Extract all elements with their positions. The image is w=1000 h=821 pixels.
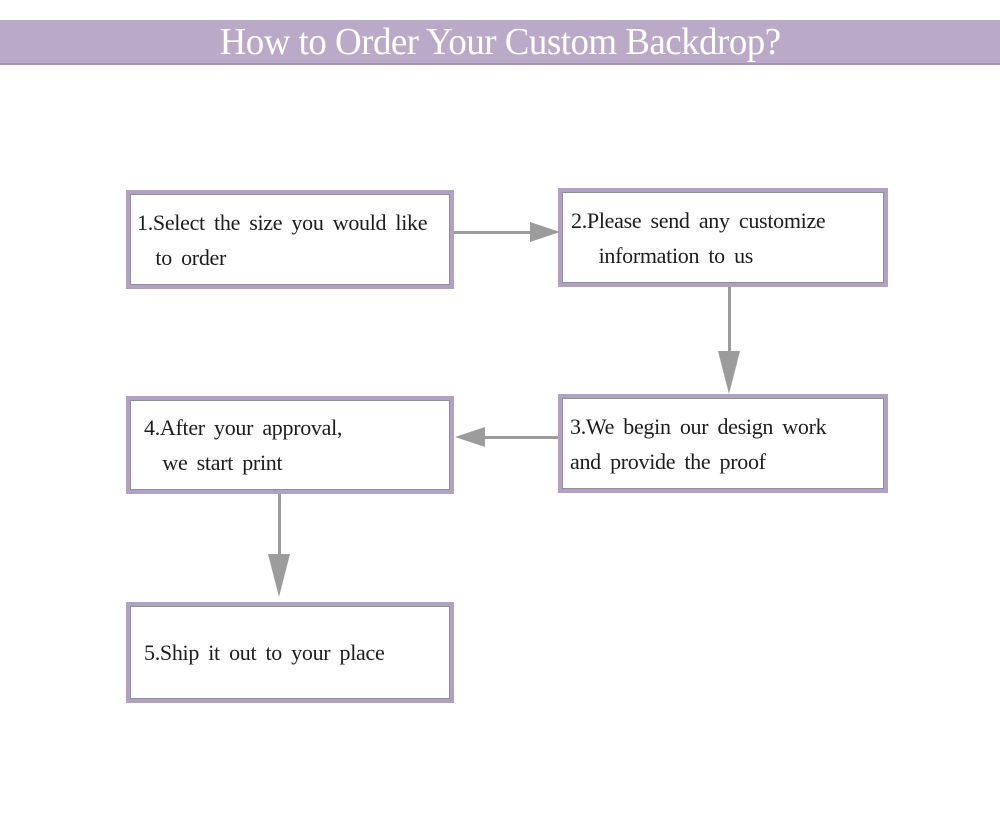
arrow-down-icon (268, 554, 290, 597)
step-5-box: 5.Ship it out to your place (126, 602, 454, 703)
page-title: How to Order Your Custom Backdrop? (219, 20, 781, 63)
arrow-line (454, 231, 532, 234)
step-3-label: 3.We begin our design work and provide t… (570, 413, 827, 474)
arrow-down-icon (718, 351, 740, 394)
step-2-box: 2.Please send any customize information … (558, 188, 888, 287)
arrow-line (483, 436, 558, 439)
step-1-label: 1.Select the size you would like to orde… (137, 209, 428, 270)
step-5-label: 5.Ship it out to your place (144, 640, 385, 665)
arrow-line (728, 287, 731, 353)
step-4-box: 4.After your approval, we start print (126, 396, 454, 494)
step-3-box: 3.We begin our design work and provide t… (558, 394, 888, 493)
banner: How to Order Your Custom Backdrop? (0, 20, 1000, 65)
step-4-label: 4.After your approval, we start print (144, 415, 343, 475)
arrow-right-icon (530, 222, 560, 242)
arrow-left-icon (455, 427, 485, 447)
arrow-line (278, 494, 281, 556)
step-1-box: 1.Select the size you would like to orde… (126, 190, 454, 289)
step-2-label: 2.Please send any customize information … (571, 207, 826, 268)
